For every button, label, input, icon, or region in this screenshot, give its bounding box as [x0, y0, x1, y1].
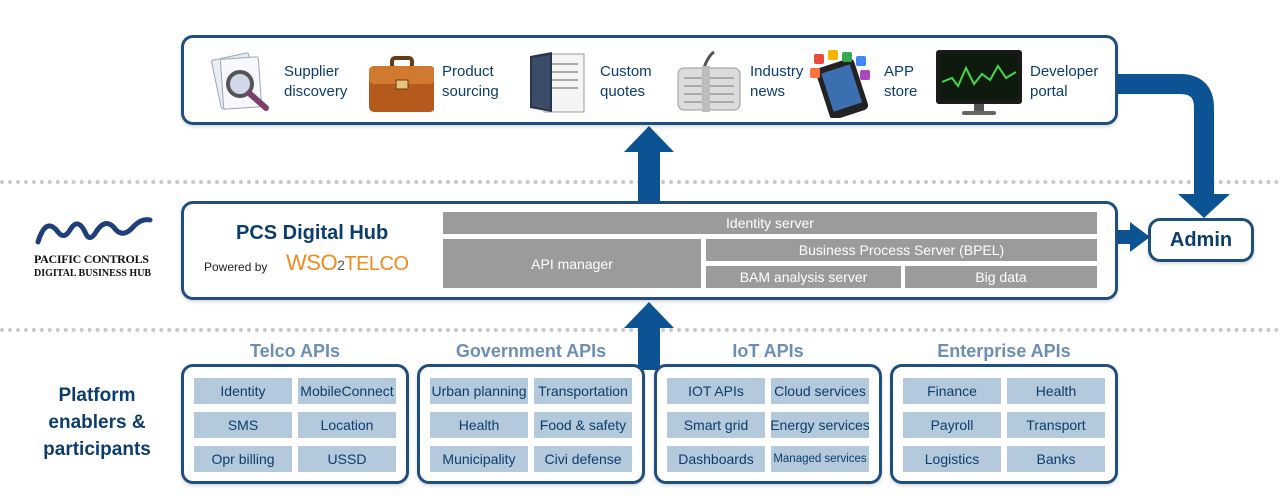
pacific-controls-logo: PACIFIC CONTROLS DIGITAL BUSINESS HUB [34, 212, 154, 288]
api-cell[interactable]: Dashboards [667, 446, 765, 472]
binder-icon [530, 52, 585, 113]
newspaper-icon [677, 50, 741, 112]
bps-box: Business Process Server (BPEL) [706, 239, 1097, 261]
app-label: Developer portal [1030, 63, 1099, 100]
api-cell[interactable]: SMS [194, 412, 292, 438]
powered-by-label: Powered by [204, 260, 268, 274]
digital-hub-panel: PCS Digital Hub Powered by WSO2TELCO Ide… [181, 201, 1118, 300]
hub-title: PCS Digital Hub [236, 222, 389, 244]
apps-panel: Supplier discovery Product sourcing Cust… [181, 35, 1118, 125]
api-cell[interactable]: Identity [194, 378, 292, 404]
arrow-hub-to-admin [1116, 222, 1150, 252]
brand-wso: WSO [286, 250, 338, 275]
api-cell[interactable]: Civi defense [534, 446, 632, 472]
app-label: Product sourcing [442, 63, 499, 100]
platform-label: Platform enablers & participants [43, 385, 151, 460]
big-data-box: Big data [905, 266, 1097, 288]
logo-line1: PACIFIC CONTROLS [34, 252, 149, 266]
api-cell[interactable]: MobileConnect [298, 378, 396, 404]
app-developer-portal[interactable]: Developer portal [934, 48, 1114, 118]
api-cell[interactable]: Urban planning [430, 378, 528, 404]
api-cell[interactable]: Opr billing [194, 446, 292, 472]
app-label: Custom quotes [600, 63, 652, 100]
bam-box: BAM analysis server [706, 266, 901, 288]
api-cell[interactable]: Finance [903, 378, 1001, 404]
smartphone-apps-icon [810, 50, 870, 118]
admin-label: Admin [1169, 228, 1233, 251]
api-manager-box: API manager [443, 239, 701, 288]
api-cell[interactable]: Transportation [534, 378, 632, 404]
group-title-enterprise: Enterprise APIs [937, 341, 1071, 361]
group-title-iot: IoT APIs [732, 341, 804, 361]
brand-telco: TELCO [344, 253, 409, 275]
api-cell[interactable]: Cloud services [771, 378, 869, 404]
api-cell[interactable]: Logistics [903, 446, 1001, 472]
monitor-chart-icon [936, 50, 1022, 115]
api-group-government: Urban planning Transportation Health Foo… [417, 364, 645, 484]
api-cell[interactable]: Managed services [771, 446, 869, 472]
arrow-apps-to-admin [1116, 74, 1230, 218]
app-label: Industry news [750, 63, 804, 100]
app-label: APP store [884, 63, 918, 100]
api-cell[interactable]: Banks [1007, 446, 1105, 472]
api-cell[interactable]: Transport [1007, 412, 1105, 438]
admin-box[interactable]: Admin [1148, 218, 1254, 262]
api-group-iot: IOT APIs Cloud services Smart grid Energ… [654, 364, 882, 484]
api-cell[interactable]: Food & safety [534, 412, 632, 438]
group-title-telco: Telco APIs [249, 341, 341, 361]
logo-mark-icon [35, 217, 153, 245]
api-group-enterprise: Finance Health Payroll Transport Logisti… [890, 364, 1118, 484]
api-cell[interactable]: Location [298, 412, 396, 438]
arrow-apis-to-hub [624, 302, 674, 370]
api-cell[interactable]: Smart grid [667, 412, 765, 438]
api-cell[interactable]: IOT APIs [667, 378, 765, 404]
brand-2: 2 [337, 257, 345, 273]
group-title-government: Government APIs [455, 341, 607, 361]
api-cell[interactable]: Municipality [430, 446, 528, 472]
api-cell[interactable]: Payroll [903, 412, 1001, 438]
api-cell[interactable]: Health [1007, 378, 1105, 404]
briefcase-icon [369, 56, 434, 112]
app-label: Supplier discovery [284, 63, 348, 100]
api-cell[interactable]: Energy services [771, 412, 869, 438]
logo-line2: DIGITAL BUSINESS HUB [34, 268, 152, 279]
wso2telco-brand: WSO2TELCO [286, 250, 409, 276]
api-group-telco: Identity MobileConnect SMS Location Opr … [181, 364, 409, 484]
magnifier-document-icon [211, 52, 269, 111]
api-cell[interactable]: Health [430, 412, 528, 438]
api-cell[interactable]: USSD [298, 446, 396, 472]
identity-server-box: Identity server [443, 212, 1097, 234]
arrow-hub-to-apps [624, 126, 674, 206]
